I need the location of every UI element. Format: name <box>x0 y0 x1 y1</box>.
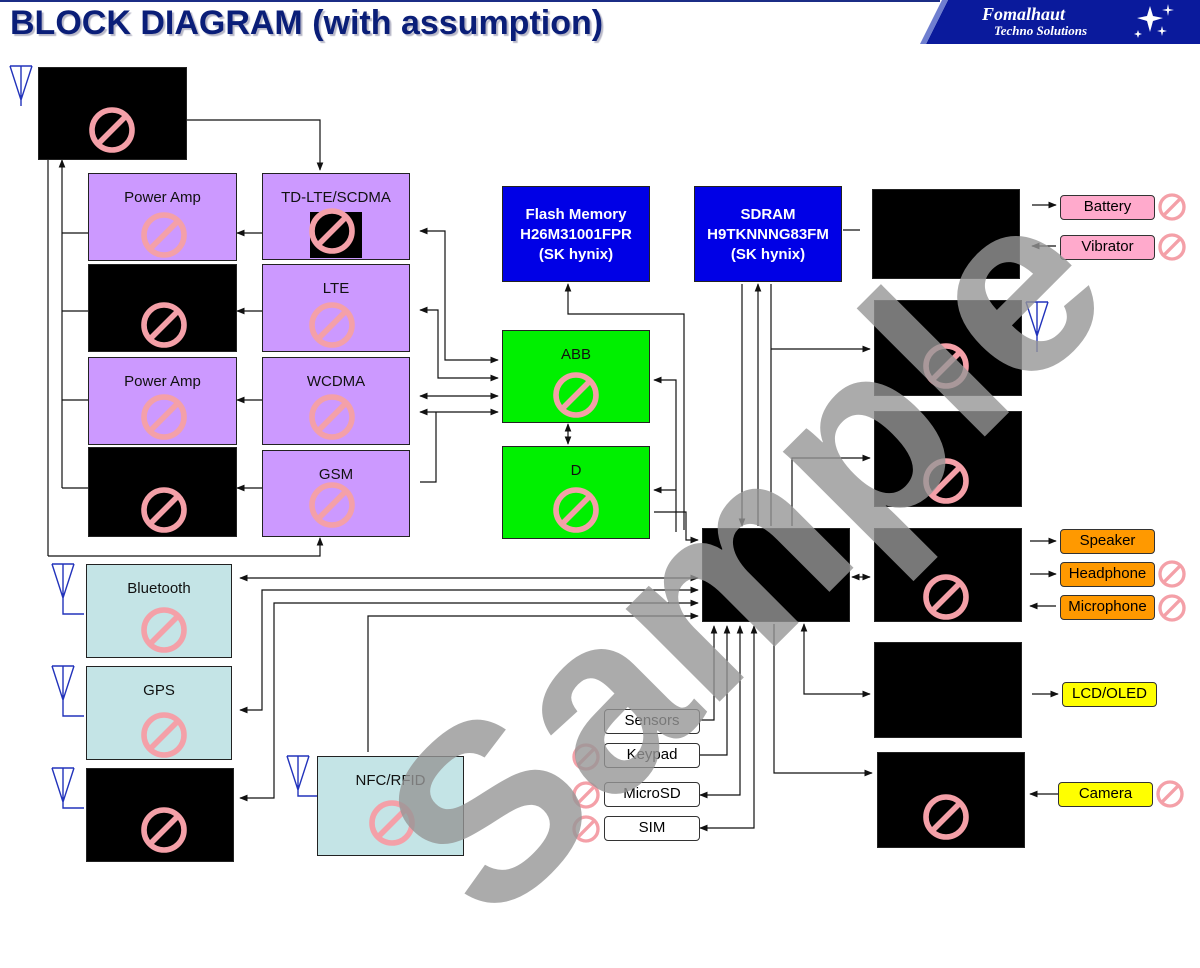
connectivity-block <box>874 411 1022 507</box>
unavailable-icons <box>89 107 1186 853</box>
sim-pill: SIM <box>604 816 700 841</box>
wcdma-label: WCDMA <box>306 373 366 390</box>
no-entry-icon <box>1158 193 1186 221</box>
td-lte-label: TD-LTE/SCDMA <box>281 189 391 206</box>
no-entry-icon <box>369 800 415 846</box>
no-entry-icon <box>923 574 969 620</box>
no-entry-icon <box>572 743 600 771</box>
battery-pill: Battery <box>1060 195 1155 220</box>
no-entry-icon <box>1158 560 1186 588</box>
logo-name: Fomalhaut <box>982 4 1066 24</box>
bluetooth-label: Bluetooth <box>127 580 191 597</box>
dbb-label: D <box>570 462 582 479</box>
sensors-pill: Sensors <box>604 709 700 734</box>
no-entry-icon <box>309 482 355 528</box>
no-entry-icon <box>1158 233 1186 261</box>
headphone-pill: Headphone <box>1060 562 1155 587</box>
no-entry-icon <box>309 208 355 254</box>
no-entry-icon <box>923 343 969 389</box>
no-entry-icon <box>141 487 187 533</box>
no-entry-icon <box>141 212 187 258</box>
antenna-icons <box>9 65 1049 809</box>
no-entry-icon <box>141 302 187 348</box>
keypad-pill: Keypad <box>604 743 700 768</box>
no-entry-icon <box>309 302 355 348</box>
no-entry-icon <box>141 607 187 653</box>
no-entry-icon <box>572 781 600 809</box>
no-entry-icon <box>553 487 599 533</box>
nfc-rfid-block: NFC/RFID <box>317 756 464 856</box>
power-amp-block-2: Power Amp <box>88 357 237 445</box>
power-amp-label-1: Power Amp <box>124 189 201 206</box>
lcd-oled-pill: LCD/OLED <box>1062 682 1157 707</box>
logo-subtitle: Techno Solutions <box>994 23 1088 38</box>
fm-radio-block <box>86 768 234 862</box>
microsd-pill: MicroSD <box>604 782 700 807</box>
rf-block-lte-pa <box>88 264 237 352</box>
vibrator-pill: Vibrator <box>1060 235 1155 260</box>
page-title: BLOCK DIAGRAM (with assumption) <box>10 4 604 42</box>
speaker-pill: Speaker <box>1060 529 1155 554</box>
no-entry-icon <box>923 794 969 840</box>
no-entry-icon <box>923 458 969 504</box>
no-entry-icon <box>309 394 355 440</box>
no-entry-icon <box>572 815 600 843</box>
power-amp-block-1: Power Amp <box>88 173 237 261</box>
application-processor-block <box>702 528 850 622</box>
gsm-label: GSM <box>318 466 354 483</box>
pmic-block <box>872 189 1020 279</box>
microphone-pill: Microphone <box>1060 595 1155 620</box>
no-entry-icon <box>1158 594 1186 622</box>
nfc-label: NFC/RFID <box>355 772 426 789</box>
camera-pill: Camera <box>1058 782 1153 807</box>
title-rule <box>0 0 940 2</box>
wcdma-block: WCDMA <box>262 357 410 445</box>
no-entry-icon <box>553 372 599 418</box>
no-entry-icon <box>89 107 135 153</box>
no-entry-icon <box>1156 780 1184 808</box>
gps-label: GPS <box>143 682 175 699</box>
connection-lines <box>9 65 1059 832</box>
display-driver-block <box>874 642 1022 738</box>
lte-label: LTE <box>322 280 350 297</box>
abb-label: ABB <box>560 346 591 363</box>
antenna-switch-block <box>38 67 187 160</box>
company-logo <box>920 0 1200 44</box>
no-entry-icon <box>141 807 187 853</box>
no-entry-icon <box>141 712 187 758</box>
no-entry-icon <box>141 394 187 440</box>
power-amp-label-2: Power Amp <box>124 373 201 390</box>
